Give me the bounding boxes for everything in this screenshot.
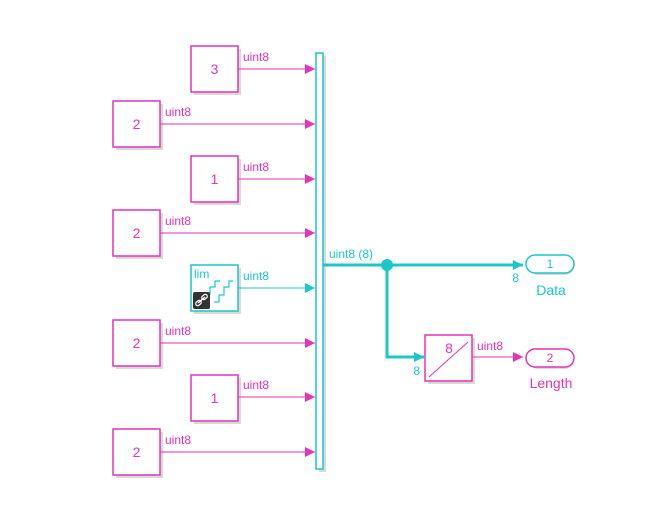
outport-number: 1 xyxy=(547,257,554,271)
mux-block[interactable] xyxy=(315,52,326,472)
width-block[interactable]: 8 xyxy=(424,334,475,384)
constant-value: 2 xyxy=(133,225,141,241)
signal-label: uint8 xyxy=(477,339,503,353)
constant-block-2[interactable]: 2 xyxy=(112,319,163,369)
outport-data[interactable]: 1 xyxy=(525,254,575,275)
constant-value: 1 xyxy=(211,390,219,406)
outport-length[interactable]: 2 xyxy=(525,348,575,369)
constant-value: 2 xyxy=(133,335,141,351)
signal-label: uint8 xyxy=(243,50,269,64)
port-width-label: 8 xyxy=(413,364,420,378)
outport-number: 2 xyxy=(547,351,554,365)
constant-value: 2 xyxy=(133,444,141,460)
branch-line[interactable] xyxy=(385,265,424,362)
constant-value: 3 xyxy=(211,61,219,77)
outport-name: Data xyxy=(536,282,566,298)
constant-value: 1 xyxy=(211,171,219,187)
signal-label: uint8 xyxy=(165,105,191,119)
link-icon xyxy=(193,292,210,309)
signal-label: uint8 xyxy=(165,433,191,447)
limit-constant-block[interactable]: lim xyxy=(190,264,241,314)
signal-label: uint8 xyxy=(243,269,269,283)
outport-name: Length xyxy=(530,375,573,391)
constant-block-2[interactable]: 2 xyxy=(112,428,163,478)
slash-mark xyxy=(428,341,469,378)
bus-label: uint8 (8) xyxy=(329,247,373,261)
signal-label: uint8 xyxy=(165,324,191,338)
width-value: 8 xyxy=(445,340,453,356)
port-width-label: 8 xyxy=(512,271,519,285)
constant-block-1[interactable]: 1 xyxy=(190,155,241,205)
constant-block-2[interactable]: 2 xyxy=(112,209,163,259)
signal-label: uint8 xyxy=(243,378,269,392)
constant-block-3[interactable]: 3 xyxy=(190,45,241,95)
constant-block-2[interactable]: 2 xyxy=(112,100,163,150)
signal-label: uint8 xyxy=(243,160,269,174)
constant-value: 2 xyxy=(133,116,141,132)
constant-block-1[interactable]: 1 xyxy=(190,374,241,424)
limit-label: lim xyxy=(194,267,209,281)
signal-label: uint8 xyxy=(165,214,191,228)
